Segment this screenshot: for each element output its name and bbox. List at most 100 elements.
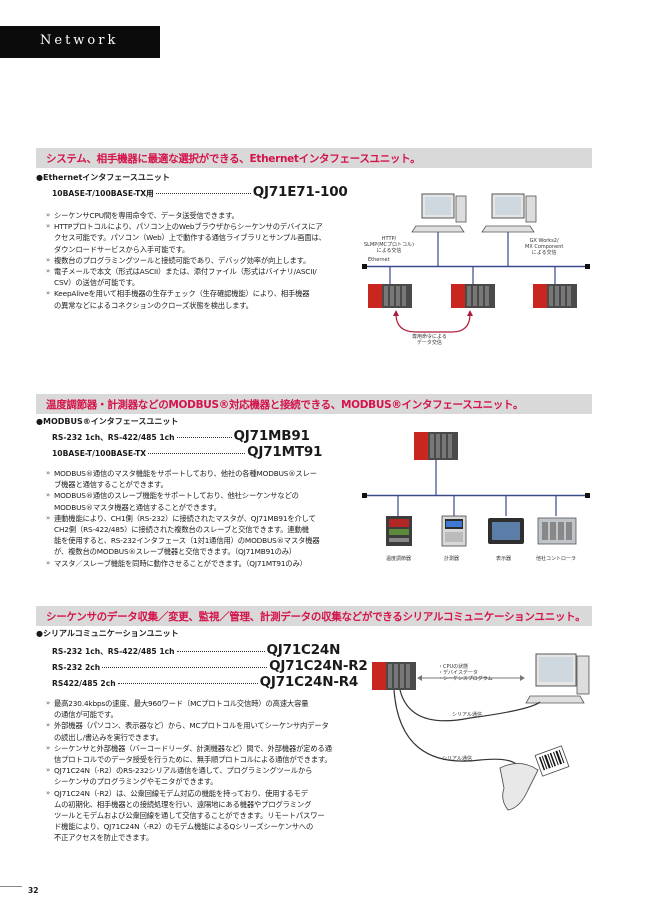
list-item: の通信が可能です。 bbox=[54, 710, 118, 720]
model-desc: 10BASE-T/100BASE-TX bbox=[52, 449, 147, 458]
plc-icon bbox=[368, 284, 412, 308]
dot-leader bbox=[176, 437, 232, 438]
http-label: HTTP/ SLMP(MCプロトコル) による交信 bbox=[364, 236, 414, 254]
list-item: ツールとモデムおよび公衆回線を通して交信することができます。リモートパスワー bbox=[54, 811, 325, 821]
section-title-text: シーケンサのデータ収集／変更、監視／管理、計測データの収集などができるシリアルコ… bbox=[46, 610, 586, 623]
list-item: 能を使用すると、RS-232インタフェース（1対1通信用）のMODBUS®マスタ… bbox=[54, 536, 320, 546]
feature-list: シーケンサCPU間を専用命令で、データ送受信できます。 HTTPプロトコルにより… bbox=[46, 210, 366, 311]
modbus-diagram: 温度調節器 計測器 表示器 他社コントローラ bbox=[360, 420, 592, 570]
serial-diagram: ・CPUの状態 ・デバイスデータ ・シーケンスプログラム シリアル通信 シリアル… bbox=[370, 640, 592, 815]
feature-list: 最高230.4kbpsの速度、最大960ワード（MCプロトコル交信時）の高速大容… bbox=[46, 698, 376, 844]
model-desc: 10BASE-T/100BASE-TX用 bbox=[52, 189, 154, 198]
header-title: Network bbox=[40, 33, 119, 48]
section-title-text: システム、相手機器に最適な選択ができる、Ethernetインタフェースユニット。 bbox=[46, 152, 421, 165]
list-item: ダウンロードサービスから入手可能です。 bbox=[54, 244, 190, 254]
list-item: 不正アクセスを防止できます。 bbox=[54, 833, 153, 843]
serial-label: シリアル通信 bbox=[442, 756, 472, 762]
ethernet-diagram: HTTP/ SLMP(MCプロトコル) による交信 GX Works2/ MX … bbox=[360, 180, 592, 360]
model-name: QJ71MB91 bbox=[233, 428, 310, 444]
section-ethernet: システム、相手機器に最適な選択ができる、Ethernetインタフェースユニット。 bbox=[36, 148, 592, 168]
list-item: の読出し/書込みを実行できます。 bbox=[54, 732, 163, 742]
dot-leader bbox=[155, 193, 251, 194]
model-name: QJ71MT91 bbox=[247, 444, 323, 460]
temperature-controller-icon bbox=[386, 516, 412, 546]
list-item: CSV）の送信が可能です。 bbox=[54, 278, 140, 288]
gx-label-text: GX Works2/ MX Component による交信 bbox=[525, 238, 564, 256]
model-row: 10BASE-T/100BASE-TX用 QJ71E71-100 bbox=[52, 184, 348, 200]
plc-icon bbox=[414, 432, 458, 460]
list-item: シーケンサと外部機器（バーコードリーダ、計測機器など）間で、外部機器が定める通 bbox=[46, 743, 376, 754]
section-modbus-body: ●MODBUS®インタフェースユニット RS-232 1ch、RS-422/48… bbox=[36, 416, 592, 581]
plc-icon bbox=[533, 284, 577, 308]
model-name: QJ71C24N-R4 bbox=[259, 674, 359, 690]
model-name: QJ71E71-100 bbox=[252, 184, 348, 200]
list-item: QJ71C24N（-R2）は、公衆回線モデム対応の機能を持っており、使用するモデ bbox=[46, 788, 376, 799]
unit-subtitle: ●Ethernetインタフェースユニット bbox=[36, 173, 170, 182]
device-label: 計測器 bbox=[444, 556, 460, 562]
model-row: RS422/485 2ch QJ71C24N-R4 bbox=[52, 674, 358, 690]
list-item: ド機能により、QJ71C24N（-R2）のモデム機能によるQシリーズシーケンサへ… bbox=[54, 822, 314, 832]
unit-subtitle: ●MODBUS®インタフェースユニット bbox=[36, 417, 179, 426]
list-item: CH2側（RS-422/485）に接続された複数台のスレーブと交信できます。連動… bbox=[54, 525, 309, 535]
model-row: RS-232 1ch、RS-422/485 1ch QJ71C24N bbox=[52, 642, 340, 658]
section-serial: シーケンサのデータ収集／変更、監視／管理、計測データの収集などができるシリアルコ… bbox=[36, 606, 592, 626]
pc-icon bbox=[411, 193, 467, 233]
section-title: システム、相手機器に最適な選択ができる、Ethernetインタフェースユニット。 bbox=[36, 148, 592, 168]
list-item: マスタ／スレーブ機能を同時に動作させることができます。（QJ71MT91のみ） bbox=[46, 558, 376, 569]
model-desc: RS-232 2ch bbox=[52, 663, 101, 672]
dot-leader bbox=[176, 651, 265, 652]
http-label-text: HTTP/ SLMP(MCプロトコル) による交信 bbox=[364, 236, 414, 254]
unit-subtitle: ●シリアルコミュニケーションユニット bbox=[36, 629, 179, 638]
meter-icon bbox=[441, 515, 467, 547]
dedicated-label-text: 専用命令による データ交信 bbox=[412, 334, 447, 346]
modbus-diagram-graphic bbox=[362, 432, 590, 547]
header-bar: Network bbox=[0, 26, 160, 58]
barcode-scanner-icon bbox=[499, 745, 570, 811]
section-modbus: 温度調節器・計測器などのMODBUS®対応機器と接続できる、MODBUS®インタ… bbox=[36, 394, 592, 414]
cpu-label: ・CPUの状態 ・デバイスデータ ・シーケンスプログラム bbox=[438, 664, 493, 682]
list-item: シーケンサCPU間を専用命令で、データ送受信できます。 bbox=[46, 210, 366, 221]
list-item: ブ機器と通信することができます。 bbox=[54, 480, 168, 490]
list-item: 電子メールで本文（形式はASCII）または、添付ファイル（形式はバイナリ/ASC… bbox=[46, 266, 366, 277]
list-item: ムの初期化、相手機器との接続処理を行い、遠隔地にある機器やプログラミング bbox=[54, 799, 312, 809]
model-row: RS-232 1ch、RS-422/485 1ch QJ71MB91 bbox=[52, 428, 310, 444]
list-item: MODBUS®マスタ機器と通信することができます。 bbox=[54, 502, 221, 512]
list-item: QJ71C24N（-R2）のRS-232シリアル通信を通して、プログラミングツー… bbox=[46, 765, 376, 776]
section-title-text: 温度調節器・計測器などのMODBUS®対応機器と接続できる、MODBUS®インタ… bbox=[46, 398, 524, 411]
section-ethernet-body: ●Ethernetインタフェースユニット 10BASE-T/100BASE-TX… bbox=[36, 170, 592, 330]
dot-leader bbox=[148, 453, 246, 454]
plc-icon bbox=[451, 284, 495, 308]
serial-diagram-graphic bbox=[372, 653, 590, 811]
plc-icon bbox=[372, 662, 416, 690]
list-item: クセス可能です。パソコン（Web）上で動作する通信ライブラリとサンプル画面は、 bbox=[54, 233, 326, 243]
display-icon bbox=[488, 518, 524, 544]
ethernet-diagram-graphic bbox=[362, 193, 590, 333]
list-item: MODBUS®通信のマスタ機能をサポートしており、他社の各種MODBUS®スレー bbox=[46, 468, 376, 479]
pc-icon bbox=[481, 193, 537, 233]
list-item: 信プロトコルでのデータ授受を行うために、無手順プロトコルによる通信ができます。 bbox=[54, 755, 332, 765]
cpu-label-text: ・CPUの状態 ・デバイスデータ ・シーケンスプログラム bbox=[438, 664, 493, 682]
list-item: 最高230.4kbpsの速度、最大960ワード（MCプロトコル交信時）の高速大容… bbox=[46, 698, 376, 709]
pc-icon bbox=[525, 653, 590, 704]
page-number-rule bbox=[0, 886, 22, 887]
section-title: 温度調節器・計測器などのMODBUS®対応機器と接続できる、MODBUS®インタ… bbox=[36, 394, 592, 414]
gx-label: GX Works2/ MX Component による交信 bbox=[525, 238, 563, 256]
section-title: シーケンサのデータ収集／変更、監視／管理、計測データの収集などができるシリアルコ… bbox=[36, 606, 592, 626]
model-name: QJ71C24N bbox=[266, 642, 341, 658]
model-desc: RS422/485 2ch bbox=[52, 679, 116, 688]
dot-leader bbox=[117, 683, 258, 684]
page-number: 32 bbox=[28, 886, 39, 895]
ethernet-label: Ethernet bbox=[368, 257, 390, 263]
list-item: HTTPプロトコルにより、パソコン上のWebブラウザからシーケンサのデバイスにア bbox=[46, 221, 366, 232]
section-serial-body: ●シリアルコミュニケーションユニット RS-232 1ch、RS-422/485… bbox=[36, 628, 592, 858]
device-label: 他社コントローラ bbox=[536, 556, 577, 562]
list-item: の異常などによるコネクションのクローズ状態を検出します。 bbox=[54, 300, 253, 310]
list-item: 複数台のプログラミングツールと接続可能であり、デバッグ効率が向上します。 bbox=[46, 255, 366, 266]
list-item: MODBUS®通信のスレーブ機能をサポートしており、他社シーケンサなどの bbox=[46, 490, 376, 501]
list-item: 連動機能により、CH1側（RS-232）に接続されたマスタが、QJ71MB91を… bbox=[46, 513, 376, 524]
list-item: 外部機器（パソコン、表示器など）から、MCプロトコルを用いてシーケンサ内データ bbox=[46, 720, 376, 731]
model-desc: RS-232 1ch、RS-422/485 1ch bbox=[52, 433, 175, 442]
list-item: が、複数台のMODBUS®スレーブ機器と交信できます。（QJ71MB91のみ） bbox=[54, 547, 297, 557]
list-item: KeepAliveを用いて相手機器の生存チェック（生存確認機能）により、相手機器 bbox=[46, 288, 366, 299]
model-row: 10BASE-T/100BASE-TX QJ71MT91 bbox=[52, 444, 322, 460]
